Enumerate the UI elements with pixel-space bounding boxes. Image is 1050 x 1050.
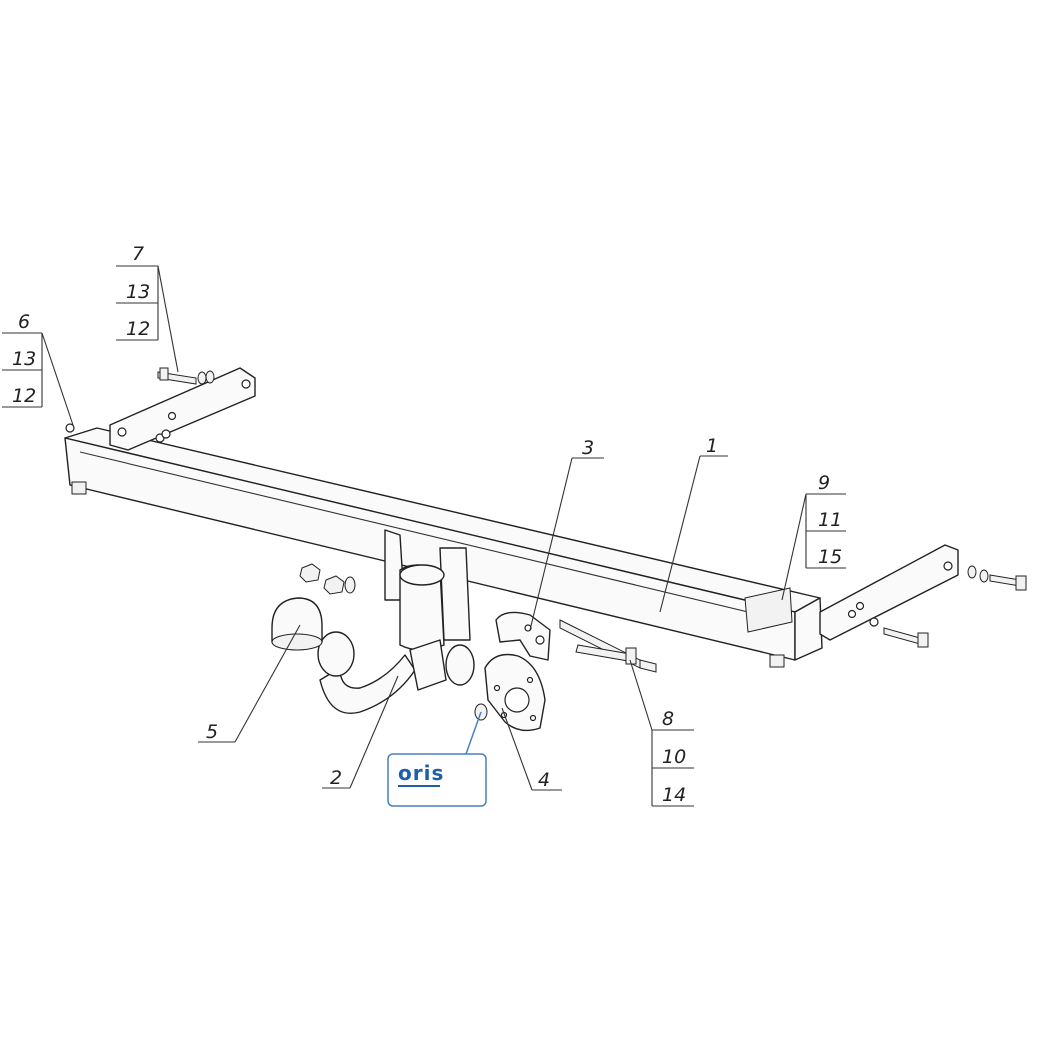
callout-6-sub-2: 12 [12,385,36,407]
nuts [299,563,356,595]
oris-logo: oris [398,761,444,785]
bolt-7 [157,367,215,385]
callout-4-label: 4 [538,769,550,791]
socket-plate [474,653,546,732]
tow-ball-arm [317,631,475,714]
callout-9-label: 9 [818,472,830,494]
callout-2: 2 [322,675,399,789]
callout-9-sub-1: 11 [818,509,842,531]
callout-5-label: 5 [206,721,218,743]
callout-1: 1 [659,435,728,613]
callout-8-sub-2: 14 [662,784,686,806]
callout-9-sub-2: 15 [818,546,842,568]
right-side-bracket [819,544,959,641]
cross-beam [64,427,823,668]
callout-6-label: 6 [18,311,30,333]
callout-8-label: 8 [662,708,674,730]
callout-5: 5 [198,624,301,743]
callout-3-label: 3 [582,437,594,459]
callout-8-stack: 8 10 14 [629,659,694,807]
bolts-right [883,565,1027,648]
oris-logo-callout: oris [387,711,487,807]
ball-cap [271,597,323,651]
callout-2-label: 2 [330,767,342,789]
callout-7-stack: 7 13 12 [116,243,179,373]
hitch-mount [384,529,471,651]
callout-3: 3 [529,437,604,631]
callout-4: 4 [501,707,562,791]
callout-7-sub-1: 13 [126,281,150,303]
socket-bracket [495,611,551,661]
callout-9-stack: 9 11 15 [781,472,846,601]
callout-1-label: 1 [706,435,718,457]
callout-6-stack: 6 13 12 [2,311,75,429]
left-side-bracket [65,367,256,451]
callout-8-sub-1: 10 [662,746,686,768]
bolt-8 [559,619,657,673]
callout-6-sub-1: 13 [12,348,36,370]
callout-7-sub-2: 12 [126,318,150,340]
callout-7-label: 7 [132,243,144,265]
